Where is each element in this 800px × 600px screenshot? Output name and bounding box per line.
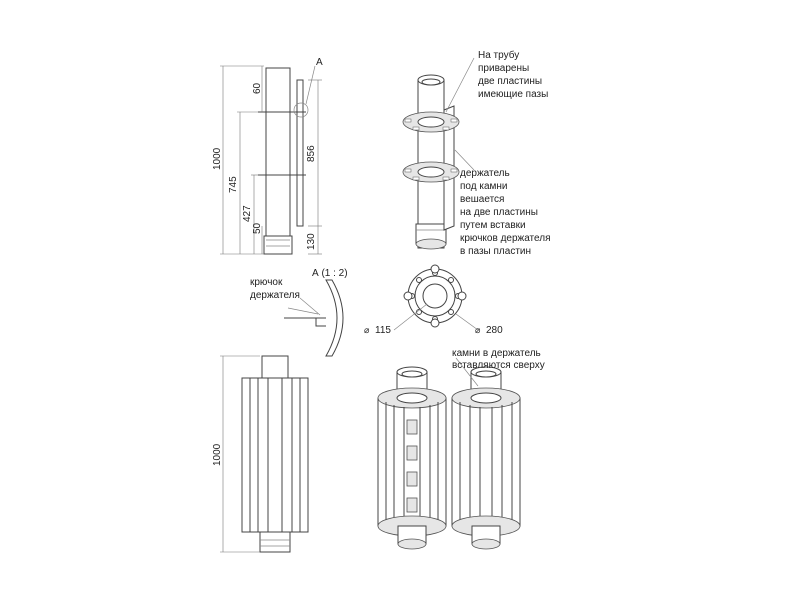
- dim-60: 60: [252, 82, 263, 94]
- assembled-bottom-collar: [259, 531, 291, 553]
- plan-pipe: [422, 283, 448, 309]
- note-holder: держатель под камни вешается на две плас…: [460, 168, 551, 257]
- detail-a-plate: [325, 279, 344, 357]
- pipe-with-plates-view: [402, 57, 475, 250]
- pipe-bottom-collar: [263, 235, 293, 255]
- detail-a-scale-label: А (1 : 2): [312, 268, 348, 279]
- note-holder-line-1: держатель: [460, 168, 510, 179]
- diameter-symbol-1: ⌀: [364, 325, 370, 335]
- note-holder-line-2: под камни: [460, 181, 508, 192]
- note-holder-line-5: путем вставки: [460, 220, 526, 231]
- pipe-elevation-view: А 1000 745 427 60 50 856 130: [212, 57, 323, 255]
- dim-856: 856: [306, 145, 317, 162]
- welded-plate: [296, 79, 304, 227]
- diameter-115: 115: [375, 325, 391, 336]
- note-plates-line-3: две пластины: [478, 76, 542, 87]
- leader-280: [455, 313, 479, 331]
- note-holder-line-6: крючков держателя: [460, 233, 551, 244]
- note-holder-line-3: вешается: [460, 194, 504, 205]
- note-stones: камни в держатель вставляются сверху: [452, 348, 545, 371]
- open-iso-bottom: [397, 538, 427, 550]
- note-stones-line-2: вставляются сверху: [452, 360, 545, 371]
- detail-a-circle: [293, 102, 309, 118]
- iso-pipe-bottom: [415, 238, 447, 250]
- dim-1000-bottom: 1000: [212, 443, 223, 466]
- leader-holder: [454, 149, 475, 171]
- assembled-top-pipe: [261, 355, 289, 379]
- dim-50: 50: [252, 222, 263, 234]
- note-plates-line-4: имеющие пазы: [478, 89, 548, 100]
- top-plan-view: ⌀ 115 ⌀ 280: [364, 264, 503, 336]
- hook-label-line-1: крючок: [250, 277, 283, 288]
- filled-holder-iso-view: [451, 357, 521, 550]
- diameter-symbol-2: ⌀: [475, 325, 481, 335]
- detail-a-label: А: [316, 57, 323, 68]
- dim-427: 427: [242, 205, 253, 222]
- note-stones-line-1: камни в держатель: [452, 348, 541, 359]
- leader-plates: [445, 57, 475, 113]
- note-plates-line-1: На трубу: [478, 49, 519, 61]
- detail-a-hook: [315, 318, 326, 327]
- dim-745: 745: [228, 176, 239, 193]
- hook-label-line-2: держателя: [250, 290, 300, 301]
- assembled-holder: [241, 377, 309, 533]
- note-plates-line-2: приварены: [478, 63, 529, 74]
- filled-iso-cage: [451, 397, 521, 527]
- filled-iso-bottom: [471, 538, 501, 550]
- dim-130: 130: [306, 233, 317, 250]
- note-holder-line-4: на две пластины: [460, 207, 538, 218]
- leader-stones: [455, 357, 479, 387]
- open-holder-iso-view: [377, 366, 447, 550]
- assembled-elevation-view: 1000: [212, 355, 309, 553]
- dim-1000-top: 1000: [212, 147, 223, 170]
- detail-a-view: А (1 : 2) крючок держателя: [250, 268, 348, 357]
- diameter-280: 280: [486, 325, 503, 336]
- note-plates: На трубу приварены две пластины имеющие …: [478, 49, 548, 100]
- pipe-body: [265, 67, 291, 255]
- leader-115: [393, 303, 428, 331]
- note-holder-line-7: в пазы пластин: [460, 246, 531, 257]
